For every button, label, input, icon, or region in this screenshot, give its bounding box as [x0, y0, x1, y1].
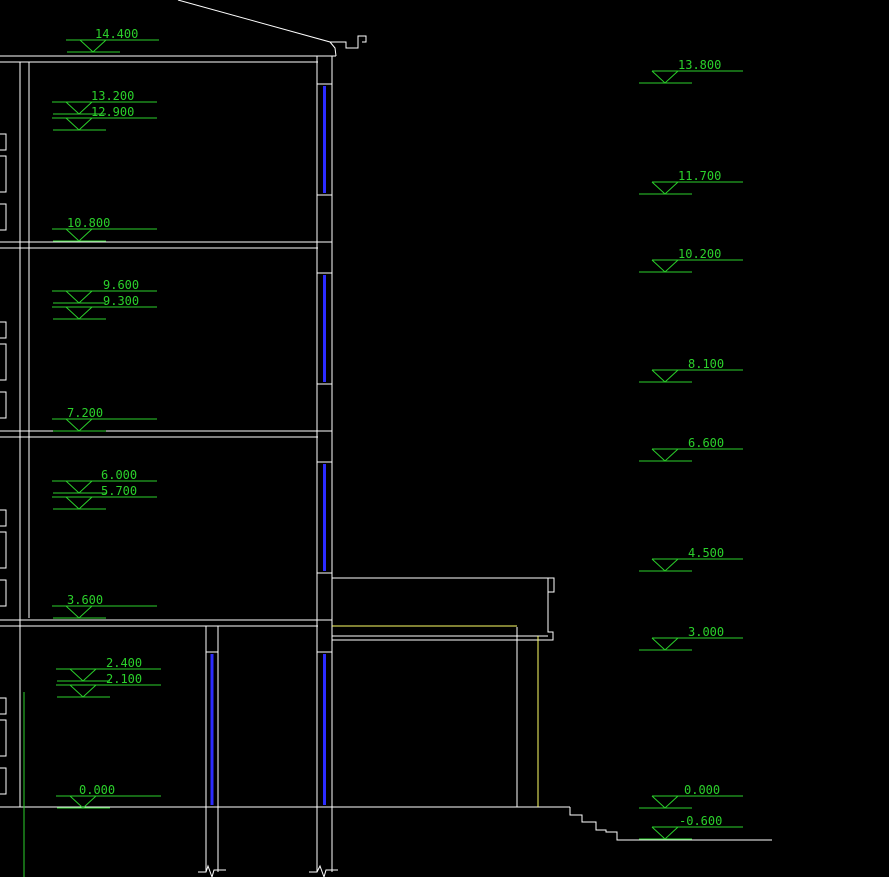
window-frame	[0, 767, 7, 795]
window-frame	[0, 579, 7, 607]
level-marker: 3.600	[52, 593, 157, 619]
right-level-markers: 13.800 11.700 10.200 8.100 6.600 4.500 3.000 0.…	[639, 58, 743, 840]
level-label: 9.300	[103, 294, 139, 308]
window-frame	[0, 719, 7, 757]
level-marker: 0.000	[639, 783, 743, 809]
level-label: 13.800	[678, 58, 721, 72]
level-marker: 4.500	[639, 546, 743, 572]
level-label: 9.600	[103, 278, 139, 292]
left-level-markers: 14.400 13.200 12.900 10.800 9.600 9.300 7.200 6…	[52, 27, 161, 809]
window-frame	[0, 321, 7, 339]
level-label: 13.200	[91, 89, 134, 103]
level-marker: 6.600	[639, 436, 743, 462]
roof-gutter	[330, 35, 367, 49]
level-marker: 3.000	[639, 625, 743, 651]
level-label: 5.700	[101, 484, 137, 498]
level-label: -0.600	[679, 814, 722, 828]
level-label: 4.500	[688, 546, 724, 560]
level-label: 0.000	[79, 783, 115, 797]
level-marker: 7.200	[52, 406, 157, 432]
exterior-steps	[569, 807, 772, 841]
window-frame	[0, 203, 7, 231]
canopy-fascia	[332, 592, 554, 641]
level-label: 14.400	[95, 27, 138, 41]
window-frame	[0, 531, 7, 569]
level-marker: 12.900	[52, 105, 157, 131]
column-break	[198, 864, 226, 877]
level-marker: 5.700	[52, 484, 157, 510]
level-label: 10.200	[678, 247, 721, 261]
glazing	[210, 86, 326, 805]
level-marker: 9.600	[52, 278, 157, 304]
level-label: 2.100	[106, 672, 142, 686]
window-frame	[0, 133, 7, 151]
level-marker: -0.600	[639, 814, 743, 840]
canopy-edge	[547, 577, 555, 593]
left-elevation-openings	[0, 133, 7, 795]
building-structure	[0, 0, 772, 877]
level-label: 0.000	[684, 783, 720, 797]
window-frame	[0, 155, 7, 193]
level-label: 8.100	[688, 357, 724, 371]
level-label: 6.000	[101, 468, 137, 482]
canopy-lines	[332, 625, 539, 807]
level-label: 12.900	[91, 105, 134, 119]
level-marker: 0.000	[56, 783, 161, 809]
level-marker: 2.100	[56, 672, 161, 698]
level-label: 11.700	[678, 169, 721, 183]
window-frame	[0, 697, 7, 715]
level-label: 6.600	[688, 436, 724, 450]
level-label: 3.000	[688, 625, 724, 639]
level-label: 7.200	[67, 406, 103, 420]
level-marker: 10.200	[639, 247, 743, 273]
level-marker: 14.400	[66, 27, 159, 53]
window-frame	[0, 343, 7, 381]
wall-break	[309, 864, 338, 877]
window-frame	[0, 391, 7, 419]
roof-slope	[177, 0, 337, 57]
level-marker: 9.300	[52, 294, 157, 320]
level-marker: 2.400	[56, 656, 161, 682]
level-marker: 11.700	[639, 169, 743, 195]
level-marker: 13.200	[52, 89, 157, 115]
window-frame	[0, 509, 7, 527]
level-marker: 13.800	[639, 58, 743, 84]
level-label: 10.800	[67, 216, 110, 230]
level-marker: 10.800	[52, 216, 157, 242]
level-label: 3.600	[67, 593, 103, 607]
level-label: 2.400	[106, 656, 142, 670]
level-marker: 8.100	[639, 357, 743, 383]
level-marker: 6.000	[52, 468, 157, 494]
